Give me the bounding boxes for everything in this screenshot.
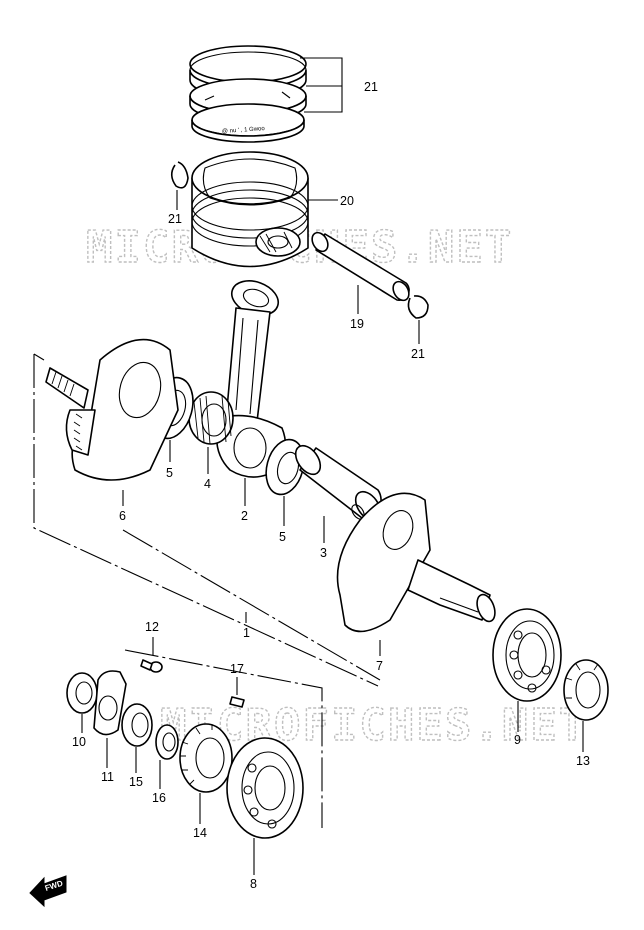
callout-10: 10 <box>72 735 86 749</box>
oil-seal <box>66 672 98 714</box>
callout-13: 13 <box>576 754 590 768</box>
callout-4: 4 <box>204 477 211 491</box>
callout-16: 16 <box>152 791 166 805</box>
callout-12: 12 <box>145 620 159 634</box>
primary-gear <box>179 723 233 793</box>
ball-bearing-left <box>226 737 304 839</box>
circlip-upper <box>170 161 189 189</box>
leader-lines <box>81 57 584 875</box>
callout-21-upper: 21 <box>168 212 182 226</box>
assembly-brackets <box>33 353 381 828</box>
washer-small <box>155 724 179 760</box>
bearing-retainer <box>93 670 127 736</box>
fwd-arrow-icon <box>29 875 67 908</box>
callout-18: 20 <box>340 194 354 208</box>
screw <box>140 659 163 673</box>
watermark-bottom: MICROFICHES.NET <box>160 700 587 751</box>
piston-rings: @ nu ' , 1 Gwoo <box>189 45 307 143</box>
crankshaft-right <box>336 492 496 633</box>
callout-14: 14 <box>193 826 207 840</box>
callout-2: 2 <box>241 509 248 523</box>
callout-21-lower: 21 <box>411 347 425 361</box>
callout-20: 19 <box>350 317 364 331</box>
callout-19: 21 <box>364 80 378 94</box>
circlip-lower <box>407 295 429 319</box>
callout-5-left: 5 <box>166 466 173 480</box>
callout-3: 3 <box>320 546 327 560</box>
svg-text:@ nu ' , 1 Gwoo: @ nu ' , 1 Gwoo <box>222 126 266 135</box>
callout-17: 17 <box>230 662 244 676</box>
lock-nut <box>563 659 609 721</box>
ball-bearing-right <box>492 608 562 702</box>
callout-6: 6 <box>119 509 126 523</box>
callout-9: 9 <box>514 733 521 747</box>
callout-8: 8 <box>250 877 257 891</box>
fwd-arrow: FWD <box>29 875 67 908</box>
callout-labels: 21 20 21 19 21 5 4 6 2 5 3 1 12 7 17 10 … <box>72 80 590 891</box>
piston <box>191 151 309 268</box>
key <box>229 696 245 708</box>
callout-1: 1 <box>243 626 250 640</box>
callout-11: 11 <box>101 770 114 784</box>
crankshaft-left <box>45 338 179 481</box>
callout-7: 7 <box>376 659 383 673</box>
thrust-washer-right <box>265 438 305 496</box>
callout-15: 15 <box>129 775 143 789</box>
spacer <box>121 703 153 747</box>
callout-5-right: 5 <box>279 530 286 544</box>
needle-bearing <box>188 391 234 445</box>
piston-pin <box>311 231 410 302</box>
